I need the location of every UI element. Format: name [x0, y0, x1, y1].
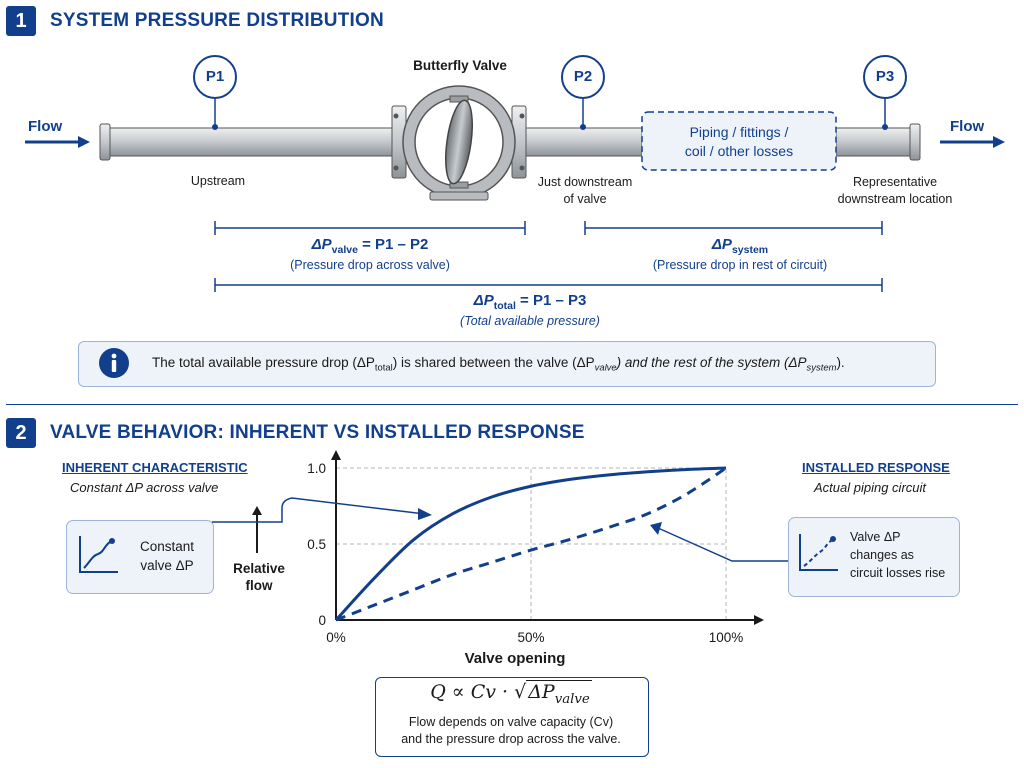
installed-curve — [335, 466, 727, 622]
installed-subheading: Actual piping circuit — [814, 480, 926, 495]
x-tick-label: 50% — [517, 630, 544, 645]
formula-box — [375, 677, 649, 757]
dp-system-equation: ΔPsystem — [711, 236, 769, 256]
section-1-title: SYSTEM PRESSURE DISTRIBUTION — [50, 10, 384, 31]
rising-curve-icon — [79, 536, 118, 573]
dashed-curve-icon — [799, 534, 838, 571]
callout-arrows — [212, 497, 788, 562]
representative-label: Representative downstream location — [837, 175, 953, 206]
installed-box-label: Valve ΔP changes as circuit losses rise — [850, 530, 946, 580]
y-tick-label: 0 — [318, 613, 326, 628]
gauge-p1-label: P1 — [205, 68, 225, 85]
y-tick-label: 1.0 — [307, 461, 326, 476]
losses-box-label: Piping / fittings / coil / other losses — [684, 124, 794, 159]
section-2-title: VALVE BEHAVIOR: INHERENT VS INSTALLED RE… — [50, 422, 585, 443]
flow-formula: Q ∝ Cv · √ΔPvalve — [430, 680, 592, 707]
x-axis-arrow — [754, 615, 764, 625]
section-2-number: 2 — [6, 418, 36, 448]
valve-title: Butterfly Valve — [413, 58, 507, 73]
gauge-p3 — [863, 55, 907, 130]
inherent-box — [66, 520, 214, 594]
flow-out-arrow — [940, 136, 1005, 148]
valve-chart: 0% 50% 100% 0 0.5 1.0 — [307, 450, 764, 645]
installed-box — [788, 517, 960, 597]
dp-valve-desc: (Pressure drop across valve) — [290, 258, 450, 272]
formula-description: Flow depends on valve capacity (Cv) and … — [401, 715, 621, 746]
dp-system-desc: (Pressure drop in rest of circuit) — [652, 258, 828, 272]
info-icon — [99, 348, 129, 378]
info-panel — [78, 341, 936, 387]
losses-box — [641, 111, 837, 171]
dp-total-bracket — [214, 278, 883, 292]
y-axis-arrow — [331, 450, 341, 460]
gauge-p2 — [561, 55, 605, 130]
pipe-diagram — [25, 55, 1005, 292]
up-arrow-icon — [252, 506, 262, 553]
pipe — [99, 123, 921, 161]
y-tick-label: 0.5 — [307, 537, 326, 552]
section-divider — [6, 404, 1018, 405]
inherent-curve — [334, 466, 727, 622]
upstream-label: Upstream — [190, 174, 246, 188]
inherent-heading: INHERENT CHARACTERISTIC — [62, 460, 248, 475]
gauge-p1 — [193, 55, 237, 130]
downstream-label: Just downstream of valve — [537, 175, 633, 206]
y-axis-label: Relative flow — [233, 561, 285, 593]
gauge-p2-label: P2 — [573, 68, 593, 85]
x-tick-label: 0% — [326, 630, 346, 645]
dp-total-desc: (Total available pressure) — [460, 314, 600, 328]
inherent-box-label: Constant valve ΔP — [139, 539, 195, 573]
section-1-number: 1 — [6, 6, 36, 36]
flow-in-arrow — [25, 136, 90, 148]
flow-out-label: Flow — [950, 118, 985, 135]
x-axis-label: Valve opening — [464, 650, 566, 667]
inherent-subheading: Constant ΔP across valve — [70, 480, 219, 495]
gauge-p3-label: P3 — [875, 68, 895, 85]
dp-valve-equation: ΔPvalve = P1 – P2 — [311, 236, 429, 256]
dp-total-equation: ΔPtotal = P1 – P3 — [473, 292, 587, 312]
dp-system-bracket — [584, 221, 883, 235]
installed-heading: INSTALLED RESPONSE — [802, 460, 950, 475]
info-text: The total available pressure drop (ΔPtot… — [152, 355, 845, 374]
x-tick-label: 100% — [709, 630, 744, 645]
flow-in-label: Flow — [28, 118, 63, 135]
butterfly-valve — [391, 85, 527, 201]
dp-valve-bracket — [214, 221, 526, 235]
